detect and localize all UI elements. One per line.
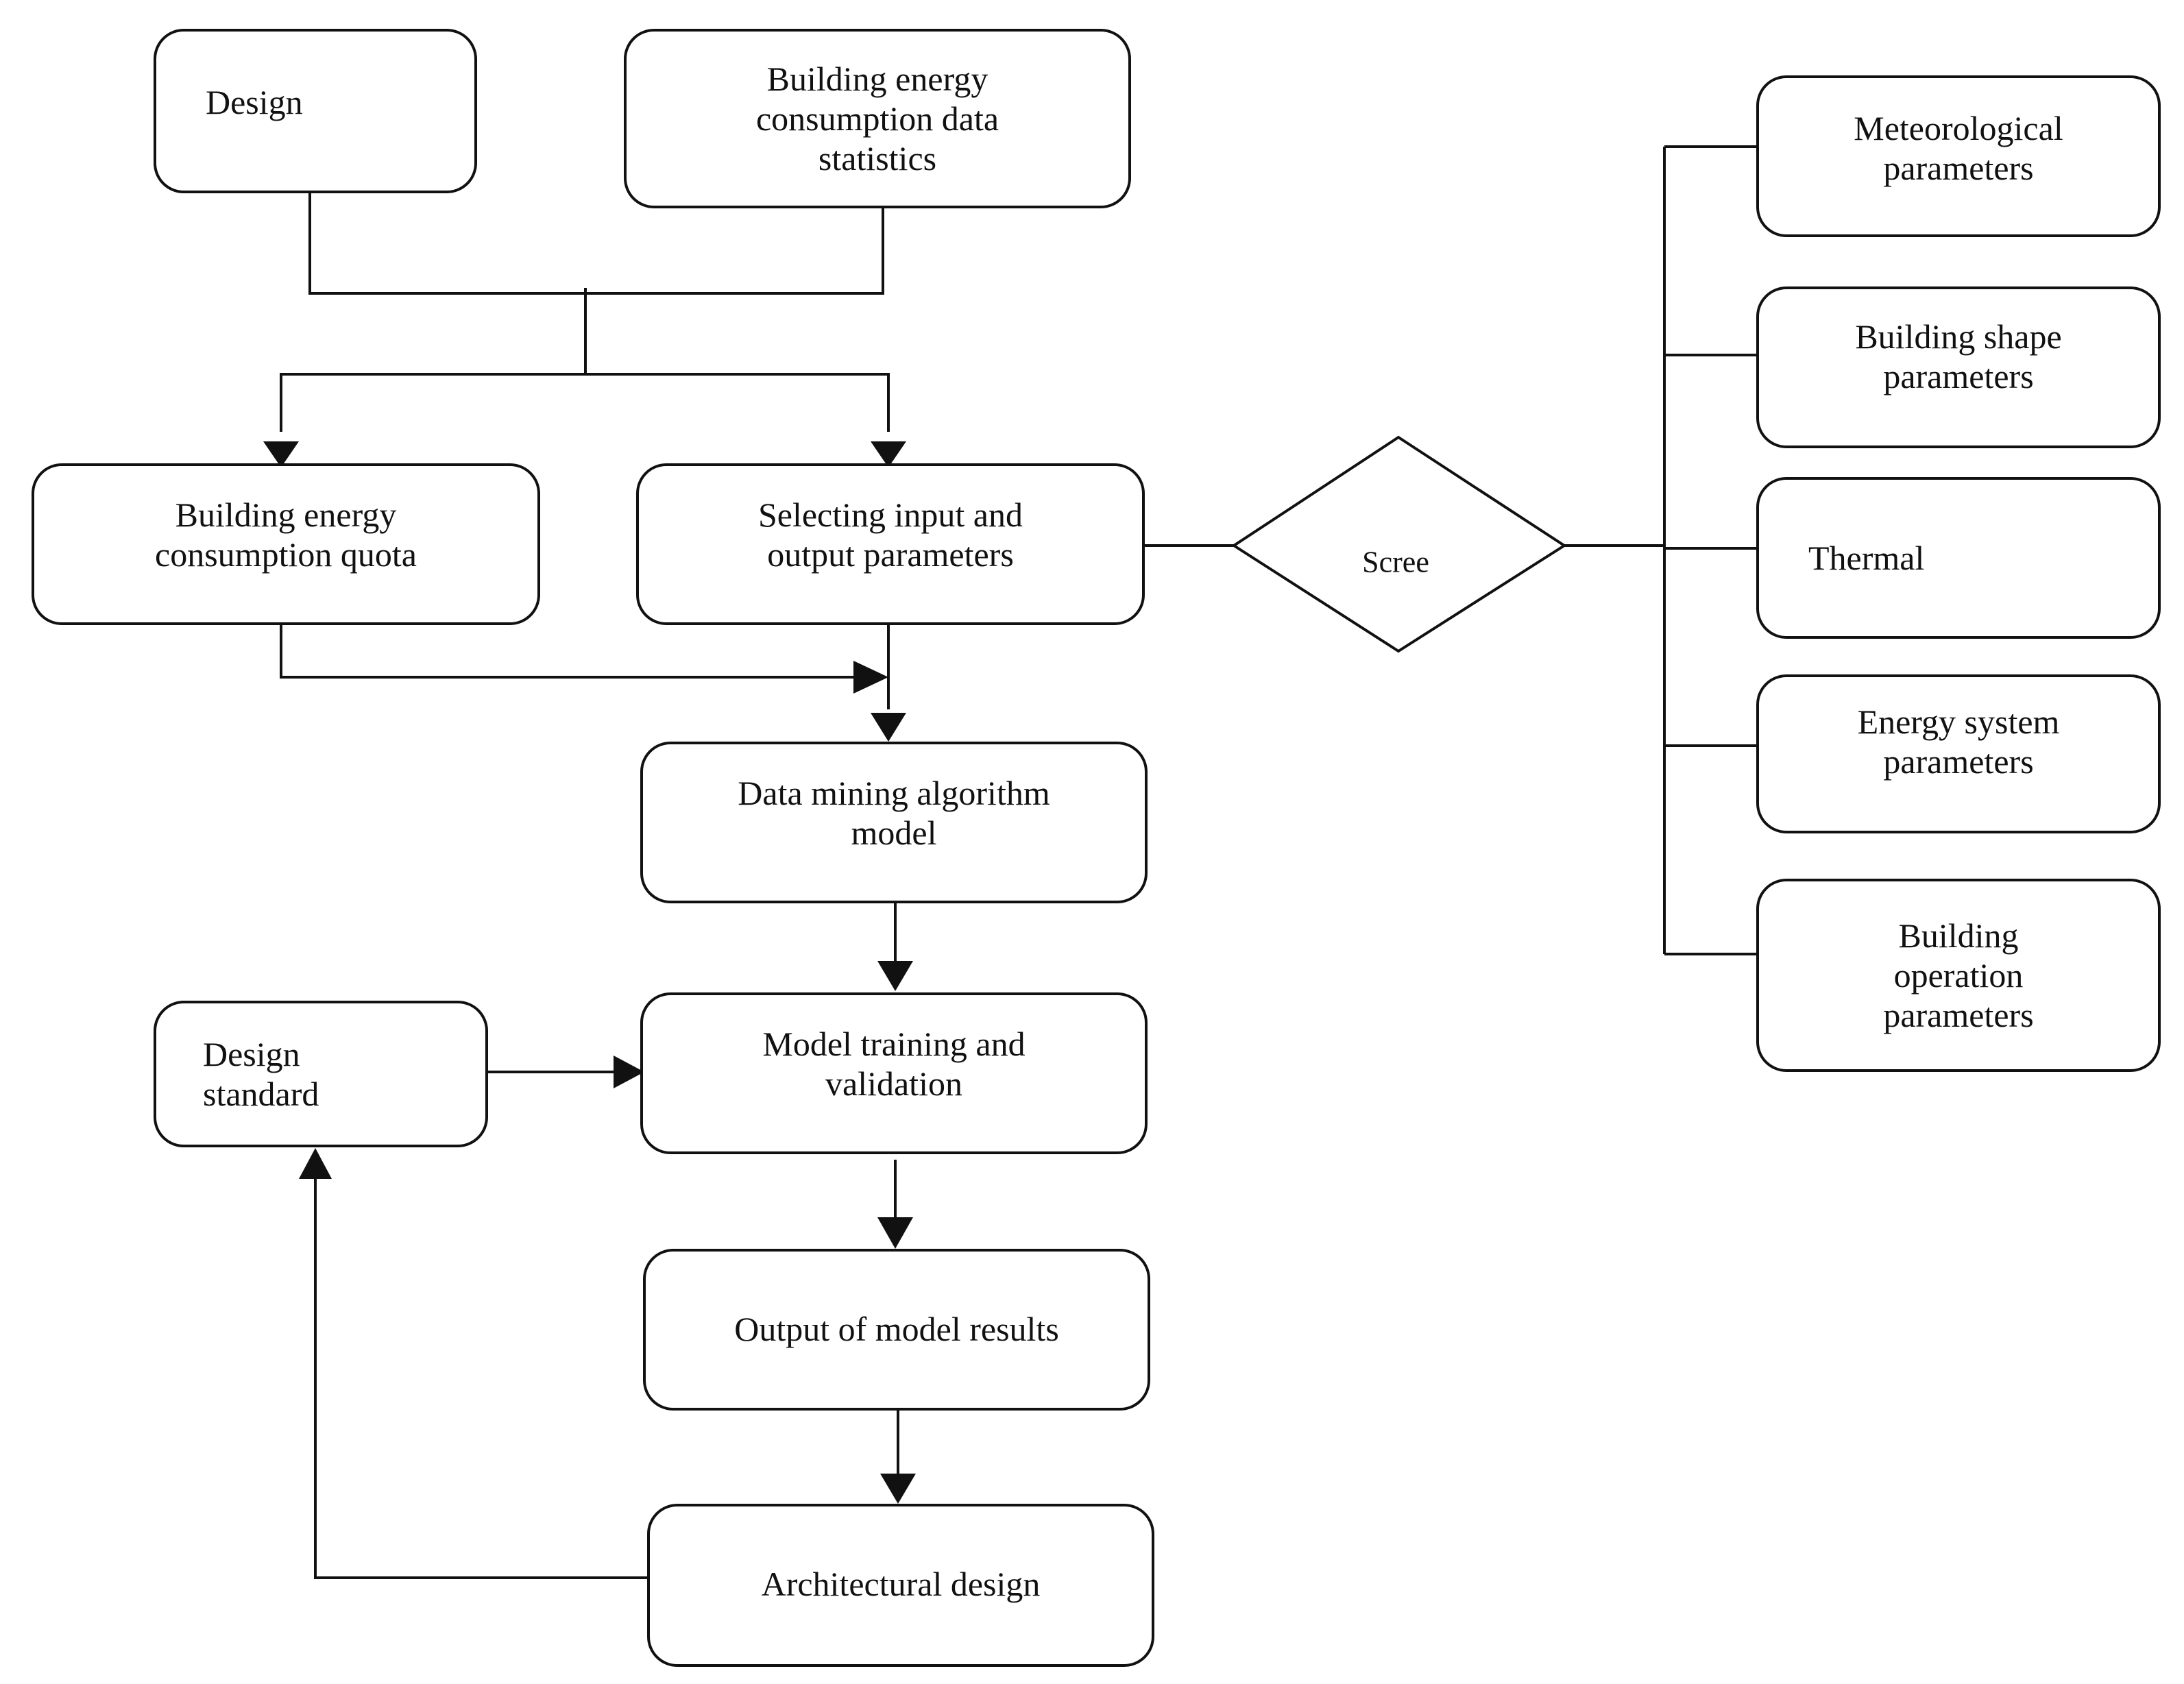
- statistics-label: Building energy consumption data statist…: [755, 60, 999, 178]
- thermal-box: Thermal: [1756, 477, 2161, 639]
- quota-label: Building energy consumption quota: [155, 496, 417, 574]
- arrowhead-to-quota: [263, 441, 299, 467]
- data-mining-label: Data mining algorithm model: [738, 774, 1050, 852]
- quota-box: Building energy consumption quota: [32, 463, 540, 625]
- operation-box: Building operation parameters: [1756, 879, 2161, 1072]
- arrowhead-to-output: [877, 1217, 913, 1249]
- arrowhead-to-architectural: [880, 1474, 916, 1504]
- arrowhead-to-selecting: [871, 441, 906, 467]
- arrowhead-to-data-mining: [871, 713, 906, 742]
- shape-box: Building shape parameters: [1756, 286, 2161, 448]
- meteorological-box: Meteorological parameters: [1756, 75, 2161, 237]
- meteorological-label: Meteorological parameters: [1854, 109, 2063, 187]
- arrowhead-standard-to-training: [614, 1055, 644, 1088]
- statistics-box: Building energy consumption data statist…: [624, 29, 1131, 208]
- arrowhead-to-training: [877, 961, 913, 991]
- arrowhead-feedback-to-standard: [299, 1148, 332, 1179]
- design-label: Design: [206, 83, 303, 121]
- architectural-label: Architectural design: [761, 1565, 1041, 1603]
- data-mining-box: Data mining algorithm model: [640, 742, 1148, 903]
- connector-quota-to-model: [280, 625, 853, 679]
- operation-label: Building operation parameters: [1883, 916, 2034, 1034]
- training-box: Model training and validation: [640, 992, 1148, 1154]
- connector-design-merge: [308, 193, 884, 295]
- selecting-label: Selecting input and output parameters: [757, 496, 1023, 574]
- selecting-box: Selecting input and output parameters: [636, 463, 1145, 625]
- connector-split: [280, 373, 890, 432]
- energy-system-box: Energy system parameters: [1756, 674, 2161, 833]
- arrowhead-quota-merge: [853, 661, 888, 694]
- output-box: Output of model results: [643, 1249, 1150, 1411]
- shape-label: Building shape parameters: [1855, 317, 2062, 395]
- output-label: Output of model results: [734, 1310, 1059, 1348]
- energy-system-label: Energy system parameters: [1857, 703, 2060, 781]
- screen-diamond: [1231, 435, 1567, 653]
- screen-label: Scree: [1362, 545, 1429, 579]
- training-label: Model training and validation: [762, 1025, 1026, 1103]
- thermal-label: Thermal: [1808, 539, 1925, 577]
- design-box: Design: [154, 29, 477, 193]
- design-standard-label: Design standard: [203, 1035, 319, 1113]
- design-standard-box: Design standard: [154, 1001, 488, 1147]
- connector-feedback: [314, 1173, 647, 1579]
- architectural-box: Architectural design: [647, 1504, 1154, 1667]
